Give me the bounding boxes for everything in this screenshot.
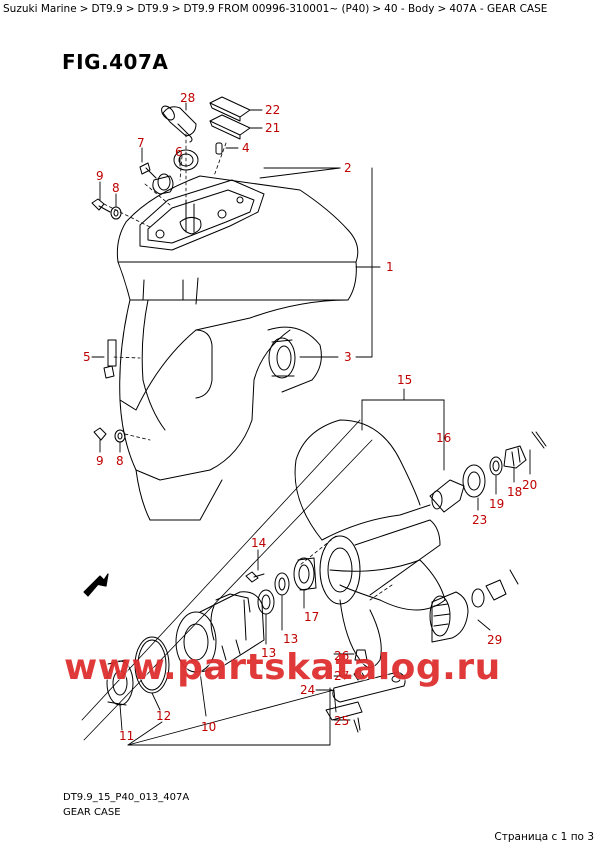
bolt-27[interactable] xyxy=(353,669,365,681)
breadcrumb-item-current: 407A - GEAR CASE xyxy=(449,3,548,15)
callout-15[interactable]: 15 xyxy=(397,373,412,387)
nut-18[interactable] xyxy=(503,445,527,469)
plug-28[interactable] xyxy=(159,104,197,143)
breadcrumb-item-model-range[interactable]: DT9.9 FROM 00996-310001~ (P40) xyxy=(183,3,370,15)
figure-name: GEAR CASE xyxy=(63,807,121,818)
callout-28[interactable]: 28 xyxy=(180,91,195,105)
callout-13-left[interactable]: 13 xyxy=(261,646,276,660)
callout-20[interactable]: 20 xyxy=(522,478,537,492)
spacer-16[interactable] xyxy=(429,479,465,513)
callout-7[interactable]: 7 xyxy=(137,136,145,150)
bolt-9-top[interactable] xyxy=(91,198,111,213)
assembly-guide-lines xyxy=(103,133,393,601)
leader-lines xyxy=(91,102,531,746)
washer-8-bottom[interactable] xyxy=(114,429,126,443)
callout-11[interactable]: 11 xyxy=(119,729,134,743)
callout-23[interactable]: 23 xyxy=(472,513,487,527)
breadcrumb-separator: > xyxy=(171,3,181,15)
callout-13-right[interactable]: 13 xyxy=(283,632,298,646)
callout-9-bottom[interactable]: 9 xyxy=(96,454,104,468)
cap-26[interactable] xyxy=(354,649,368,661)
breadcrumb-separator: > xyxy=(125,3,135,15)
oil-seal-3[interactable] xyxy=(268,337,296,379)
figure-code: DT9.9_15_P40_013_407A xyxy=(63,792,190,803)
gear-case-housing[interactable] xyxy=(116,175,359,521)
propeller[interactable] xyxy=(294,419,446,668)
callout-4[interactable]: 4 xyxy=(242,141,250,155)
callout-12[interactable]: 12 xyxy=(156,709,171,723)
callout-2[interactable]: 2 xyxy=(344,161,352,175)
washer-8-top[interactable] xyxy=(110,206,122,220)
callout-9-top[interactable]: 9 xyxy=(96,169,104,183)
bracket-24[interactable] xyxy=(332,671,406,703)
callout-24[interactable]: 24 xyxy=(300,683,315,697)
bearing-13[interactable] xyxy=(257,589,275,615)
oil-seal-17[interactable] xyxy=(293,557,317,591)
callout-19[interactable]: 19 xyxy=(489,497,504,511)
bearing-6[interactable] xyxy=(152,149,199,195)
propeller-shaft-housing-10[interactable] xyxy=(175,591,265,673)
breadcrumb-separator: > xyxy=(79,3,89,15)
callout-29[interactable]: 29 xyxy=(487,633,502,647)
washer-19[interactable] xyxy=(489,456,503,476)
callout-6[interactable]: 6 xyxy=(175,145,183,159)
callout-21[interactable]: 21 xyxy=(265,121,280,135)
front-direction-arrow-icon xyxy=(83,573,109,597)
bolt-14[interactable] xyxy=(245,571,265,583)
callout-14[interactable]: 14 xyxy=(251,536,266,550)
watermark-text: www.partskatalog.ru xyxy=(64,647,501,688)
breadcrumb: Suzuki Marine>DT9.9>DT9.9>DT9.9 FROM 009… xyxy=(3,3,547,15)
breadcrumb-separator: > xyxy=(437,3,447,15)
seal-13-small[interactable] xyxy=(274,572,290,596)
callout-25[interactable]: 25 xyxy=(334,714,349,728)
breadcrumb-separator: > xyxy=(372,3,382,15)
propeller-kit-29[interactable] xyxy=(429,569,519,643)
cotter-pin-20[interactable] xyxy=(531,431,547,449)
bolt-5[interactable] xyxy=(103,339,117,379)
callout-26[interactable]: 26 xyxy=(334,649,349,663)
callout-5[interactable]: 5 xyxy=(83,350,91,364)
callout-1[interactable]: 1 xyxy=(386,260,394,274)
bolt-9-bottom[interactable] xyxy=(93,427,107,441)
callout-27[interactable]: 27 xyxy=(334,669,349,683)
callout-3[interactable]: 3 xyxy=(344,350,352,364)
callout-17[interactable]: 17 xyxy=(304,610,319,624)
callout-18[interactable]: 18 xyxy=(507,485,522,499)
callout-8-top[interactable]: 8 xyxy=(112,181,120,195)
callout-10[interactable]: 10 xyxy=(201,720,216,734)
washer-23[interactable] xyxy=(462,464,486,498)
mounting-plate[interactable] xyxy=(139,179,265,251)
breadcrumb-item-suzuki-marine[interactable]: Suzuki Marine xyxy=(3,3,77,15)
breadcrumb-item-body[interactable]: 40 - Body xyxy=(384,3,435,15)
callout-labels: 28 22 21 7 4 6 2 9 8 1 5 3 15 16 9 8 20 … xyxy=(83,91,537,743)
breadcrumb-item-dt99[interactable]: DT9.9 xyxy=(91,3,123,15)
callout-16[interactable]: 16 xyxy=(436,431,451,445)
callout-22[interactable]: 22 xyxy=(265,103,280,117)
dowel-pin-4[interactable] xyxy=(215,142,223,155)
shaft-axis-line xyxy=(81,419,373,741)
callout-8-bottom[interactable]: 8 xyxy=(116,454,124,468)
anode-21[interactable] xyxy=(209,114,251,140)
breadcrumb-item-dt99-2[interactable]: DT9.9 xyxy=(137,3,169,15)
figure-title: FIG.407A xyxy=(62,50,169,74)
bolt-7[interactable] xyxy=(139,162,157,179)
pagination-text: Страница с 1 по 3 xyxy=(494,831,594,843)
anode-22[interactable] xyxy=(209,96,251,122)
